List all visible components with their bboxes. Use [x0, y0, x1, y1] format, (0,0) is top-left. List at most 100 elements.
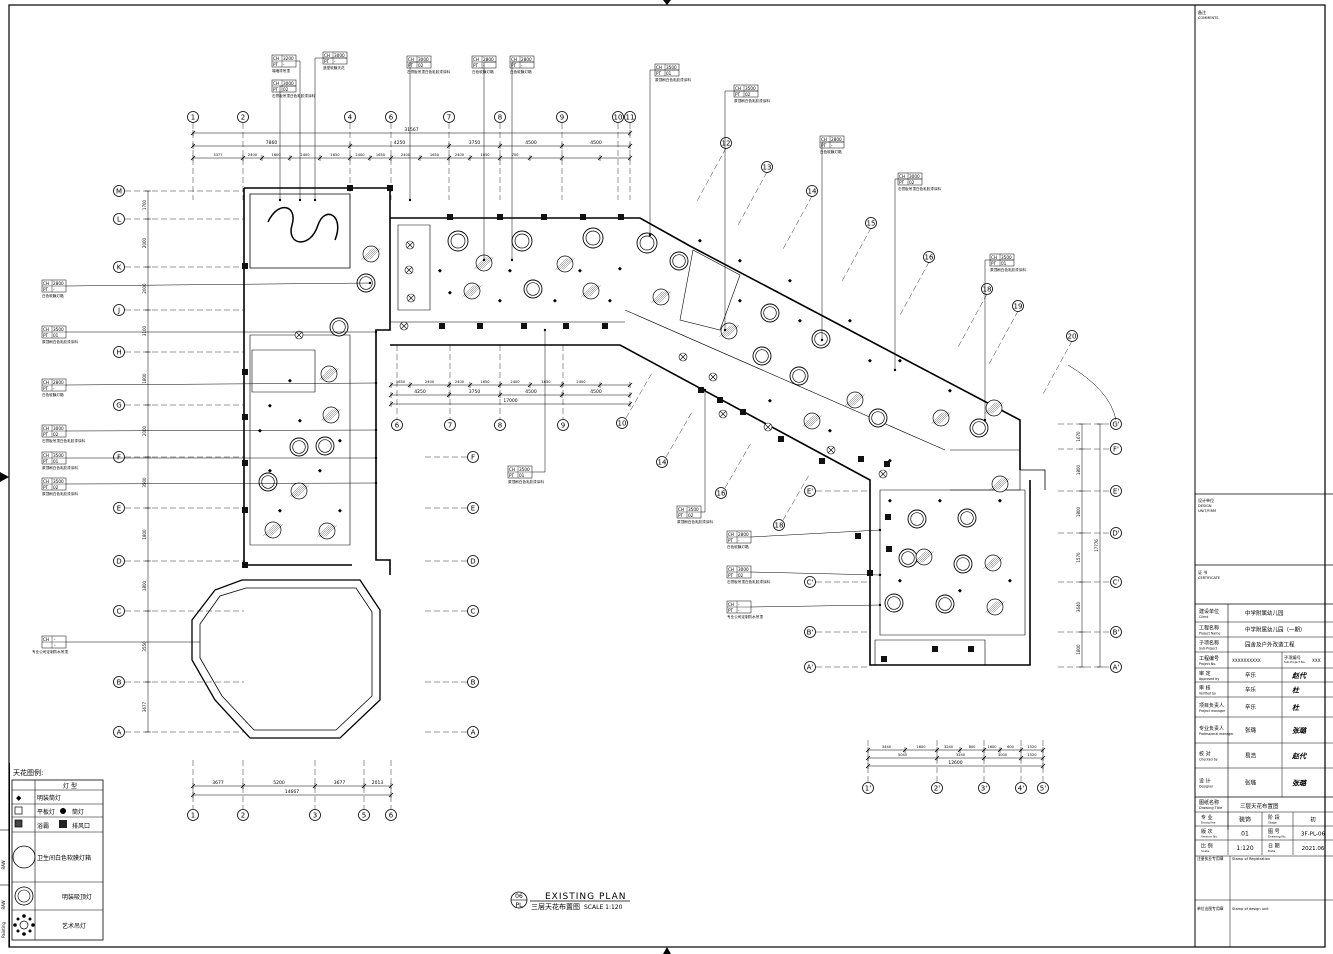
- callout-3-pt-tag: PT: [273, 87, 279, 92]
- callout-21-note: 石膏板吊顶白色乳胶漆涂料: [727, 579, 771, 584]
- titleblock-row-3-value: 园舍及户外改造工程: [1245, 641, 1295, 649]
- grid-midright-D-label: D: [470, 558, 475, 566]
- callout-10-pt-tag: PT: [43, 485, 49, 490]
- downlight-34: ◆: [828, 428, 832, 434]
- downlight-16: ◆: [298, 418, 302, 424]
- titleblock-row-8-signature: 张璐: [1292, 726, 1307, 735]
- dim-top-row1-0: 7860: [266, 140, 278, 146]
- remarks-label-en: COMMENTS: [1198, 16, 1219, 20]
- dim-mid-row2-2: 2400: [455, 380, 465, 384]
- callout-17-pt: 01: [1001, 261, 1007, 266]
- grid-left-E: E: [113, 502, 125, 514]
- grid-bottomright-3: 3': [978, 782, 990, 794]
- panel-light-icon: [14, 806, 23, 815]
- callout-22-ch: -: [738, 602, 740, 607]
- titleblock-spec-1-value: 装饰: [1239, 816, 1251, 824]
- callout-12-pt-tag: PT: [511, 63, 517, 68]
- grid-top-6-label: 6: [389, 114, 394, 122]
- dim-bottomright-row1-5: 600: [1007, 745, 1015, 749]
- grid-diag-13: 13: [761, 161, 773, 173]
- grid-left-K-label: K: [117, 264, 122, 272]
- callout-14-ch: 3500: [745, 86, 756, 91]
- callout-7-pt: -: [53, 386, 55, 391]
- dim-top-row2-9: 2400: [455, 153, 465, 157]
- callout-19-ch: 3500: [688, 507, 699, 512]
- grid-top-4-label: 4: [348, 114, 353, 122]
- exhaust-icon: [59, 820, 67, 828]
- soft-film-lightbox-19: [914, 548, 934, 566]
- grid-midright-A-label: A: [471, 729, 476, 737]
- grid-rightinner-3-label: B': [807, 629, 814, 637]
- exhaust-vent-18: [881, 656, 887, 662]
- grid-right-6-label: B': [1113, 629, 1120, 637]
- dim-top-row2-10: 1050: [480, 153, 490, 157]
- downlight-7: ◆: [553, 298, 557, 304]
- dim-top-row2-2: 1600: [271, 153, 281, 157]
- callout-14-pt: 02: [745, 92, 751, 97]
- titleblock-spec-2-label2-en: Drawing No.: [1268, 835, 1286, 839]
- dim-top-row2-11: 700: [512, 153, 520, 157]
- titleblock-spec-1-label-en: Discipline: [1201, 821, 1216, 825]
- grid-diag-15: 15: [865, 217, 877, 229]
- center-mark-left: [0, 472, 9, 482]
- grid-right-7: A': [1110, 661, 1122, 673]
- callout-16-ch: 3000: [909, 174, 920, 179]
- grid-diag-lower-14-label: 14: [658, 459, 667, 467]
- dim-top-row2-4: 1650: [330, 153, 340, 157]
- callout-13-pt: 01: [666, 71, 672, 76]
- downlight-13: ◆: [898, 358, 902, 364]
- downlight-32: ◆: [1008, 578, 1012, 584]
- callout-11-ch: 2800: [483, 57, 494, 62]
- grid-mid-7-label: 7: [448, 422, 452, 430]
- titleblock-spec-3-label: 比 例: [1201, 843, 1213, 850]
- exhaust-vent-20: [968, 646, 974, 652]
- soft-film-lightbox-8: [289, 482, 309, 500]
- titleblock-row-9-signature: 赵代: [1291, 752, 1307, 761]
- titleblock-row-8-value: 张璐: [1245, 726, 1257, 734]
- grid-diag-lower-18: 18: [773, 519, 785, 531]
- grid-bottomright-4: 4': [1015, 782, 1027, 794]
- titleblock-row-4-label: 工程编号: [1199, 655, 1219, 662]
- drawing-title-label-en: Drawing Title: [1199, 806, 1222, 810]
- ceiling-light-9: [258, 472, 278, 492]
- exhaust-vent-16: [886, 546, 892, 552]
- dim-bottomright-row2-1: 3240: [956, 753, 966, 757]
- dim-mid-row2-4: 2400: [510, 380, 520, 384]
- grid-diag-18: 18: [981, 283, 993, 295]
- dim-right-col-0: 1670: [1076, 431, 1081, 442]
- grid-diag-14-label: 14: [808, 188, 817, 196]
- callout-18-note: 原顶刷白色乳胶漆涂料: [508, 479, 544, 484]
- callout-21-ch-tag: CH: [728, 567, 734, 572]
- soft-film-lightbox-18: [990, 475, 1010, 493]
- callout-20-ch: 2800: [738, 532, 749, 537]
- grid-bottomright-3-label: 3': [981, 785, 987, 793]
- title-scale: SCALE 1:120: [584, 904, 623, 911]
- wall-left-wing-east: [244, 187, 391, 575]
- legend-header: 灯 型: [63, 782, 77, 790]
- ceiling-light-19: [898, 548, 918, 568]
- dim-bottomright-row1-2: 3240: [944, 745, 954, 749]
- grid-top-7-label: 7: [447, 114, 451, 122]
- grid-midright-F-label: F: [471, 454, 475, 462]
- ceiling-light-6: [523, 279, 543, 299]
- callout-3-pt: 02: [283, 87, 289, 92]
- grid-top-2: 2: [237, 111, 249, 123]
- grid-left-L: L: [113, 213, 125, 225]
- grid-left-K: K: [113, 261, 125, 273]
- exhaust-vent-21: [447, 214, 453, 220]
- ceiling-light-13: [752, 346, 772, 366]
- floor-plan: [191, 187, 1046, 739]
- callout-14-pt-tag: PT: [735, 92, 741, 97]
- dim-top-row1-1: 4250: [394, 140, 406, 146]
- callout-2-ch-tag: CH: [324, 53, 330, 58]
- callout-11-ch-tag: CH: [473, 57, 479, 62]
- dim-right-col-5: 1800: [1076, 644, 1081, 655]
- dim-right-total-0: 17776: [1094, 539, 1099, 552]
- grid-bottom-3-label: 3: [313, 812, 317, 820]
- callout-16-ch-tag: CH: [899, 174, 905, 179]
